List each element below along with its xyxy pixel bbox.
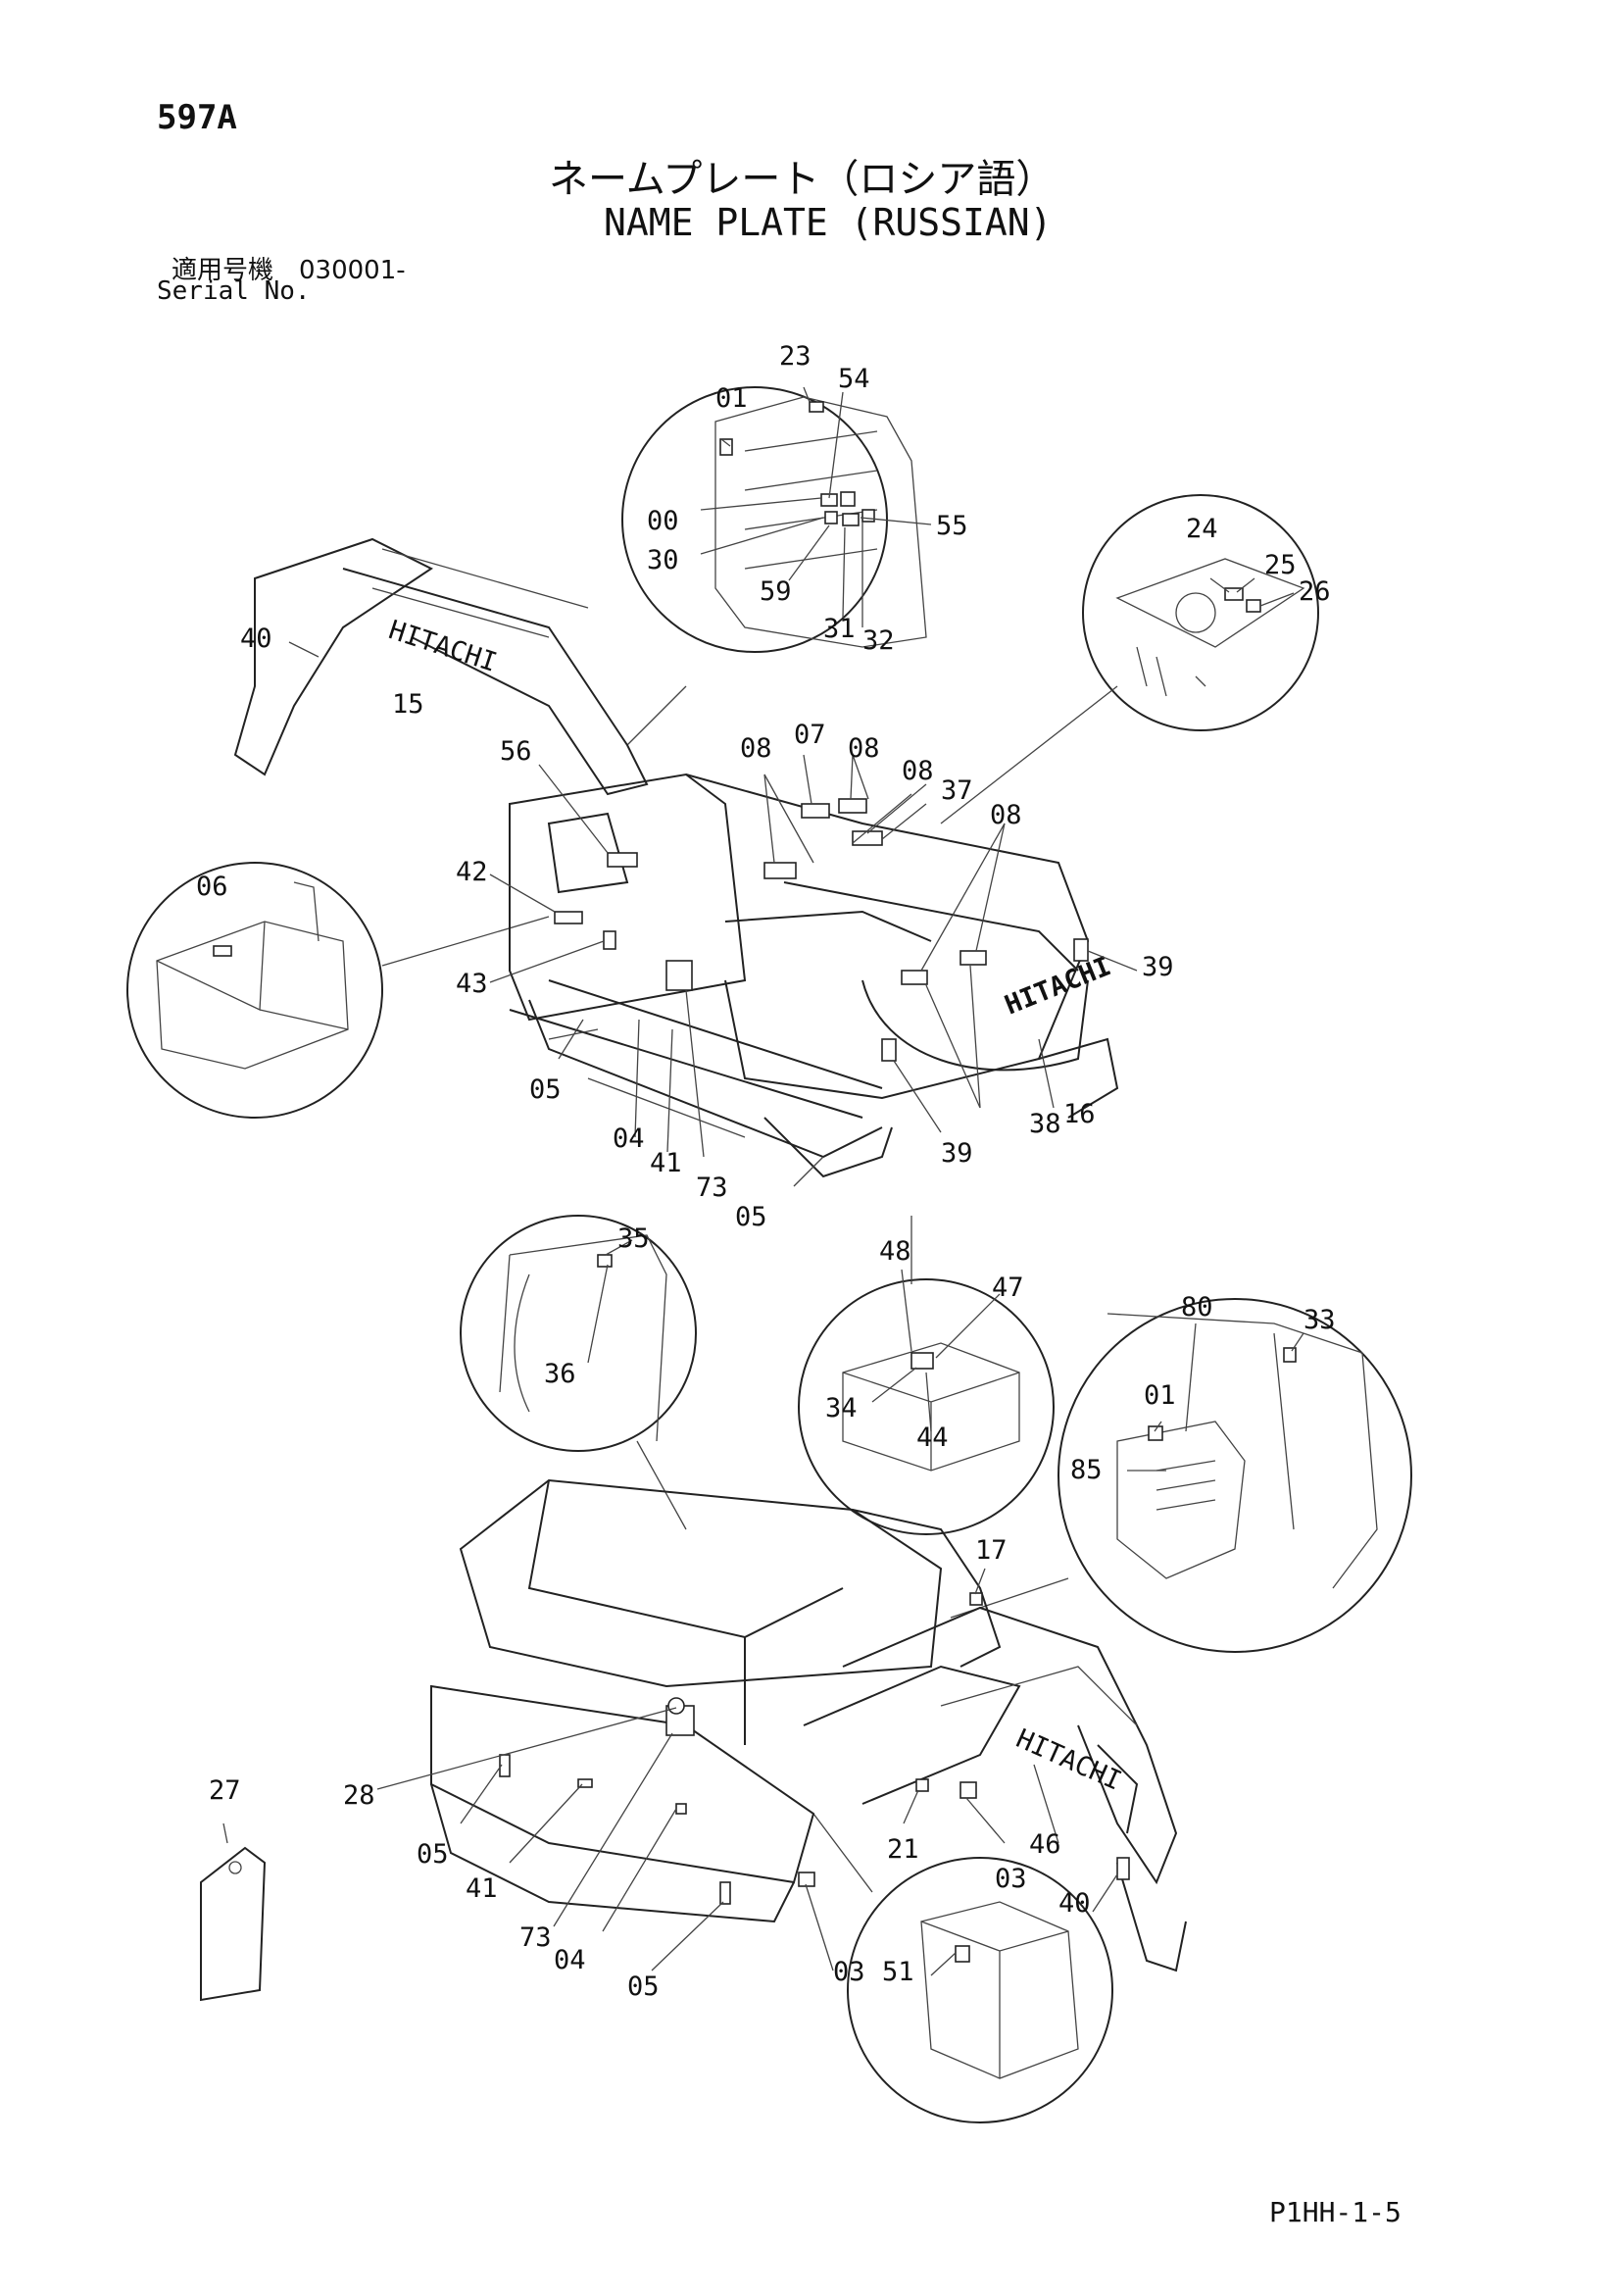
callout-08: 08 <box>902 756 934 786</box>
callout-15: 15 <box>392 689 424 720</box>
callout-39: 39 <box>941 1138 973 1169</box>
callout-36: 36 <box>544 1359 576 1389</box>
callout-47: 47 <box>992 1273 1024 1303</box>
detail-battery <box>798 1216 1055 1535</box>
callout-35: 35 <box>617 1223 650 1254</box>
page-code: 597A <box>157 98 237 137</box>
callout-73: 73 <box>696 1173 728 1203</box>
callout-04: 04 <box>613 1123 645 1154</box>
callout-03: 03 <box>833 1957 865 1987</box>
callout-23: 23 <box>779 341 812 372</box>
callout-25: 25 <box>1264 550 1297 580</box>
callout-08: 08 <box>740 733 772 764</box>
callout-26: 26 <box>1299 576 1331 607</box>
callout-34: 34 <box>825 1393 858 1423</box>
callout-85: 85 <box>1070 1455 1103 1485</box>
callout-05: 05 <box>529 1074 562 1105</box>
callout-01: 01 <box>715 383 748 414</box>
tag-part-27 <box>200 1822 267 2002</box>
callout-38: 38 <box>1029 1109 1061 1139</box>
detail-control-box <box>126 862 550 1119</box>
callout-54: 54 <box>838 364 870 394</box>
callout-27: 27 <box>209 1775 241 1806</box>
callout-41: 41 <box>650 1148 682 1178</box>
callout-37: 37 <box>941 775 973 806</box>
leader-lines <box>288 386 1304 1976</box>
callout-40: 40 <box>240 624 272 654</box>
callout-21: 21 <box>887 1834 919 1865</box>
callout-33: 33 <box>1303 1305 1336 1335</box>
callout-03: 03 <box>995 1864 1027 1894</box>
callout-labels: 23 01 54 00 55 30 59 31 32 24 25 26 40 1… <box>196 341 1336 2002</box>
callout-73: 73 <box>519 1922 552 1953</box>
callout-42: 42 <box>456 857 488 887</box>
callout-00: 00 <box>647 506 679 536</box>
detail-tool-box <box>812 1813 1113 2123</box>
callout-32: 32 <box>862 625 895 656</box>
callout-08: 08 <box>990 800 1022 830</box>
callout-28: 28 <box>343 1780 375 1811</box>
callout-17: 17 <box>975 1535 1008 1566</box>
callout-16: 16 <box>1063 1099 1096 1129</box>
callout-06: 06 <box>196 872 228 902</box>
callout-24: 24 <box>1186 514 1218 544</box>
title-japanese: ネームプレート（ロシア語） <box>549 157 1056 202</box>
callout-40: 40 <box>1058 1888 1091 1919</box>
callout-05: 05 <box>417 1839 449 1870</box>
callout-51: 51 <box>882 1957 914 1987</box>
brand-mark: HITACHI <box>385 615 501 678</box>
serial-number-label: Serial No. <box>157 276 311 306</box>
detail-cab-seat <box>950 1298 1412 1653</box>
callout-48: 48 <box>879 1236 911 1267</box>
callout-80: 80 <box>1181 1292 1213 1323</box>
callout-55: 55 <box>936 511 968 541</box>
callout-44: 44 <box>916 1423 949 1453</box>
callout-08: 08 <box>848 733 880 764</box>
detail-controller <box>940 494 1319 824</box>
callout-01: 01 <box>1144 1380 1176 1411</box>
callout-05: 05 <box>735 1202 767 1232</box>
detail-cab-interior <box>621 386 927 746</box>
callout-56: 56 <box>500 736 532 767</box>
callout-05: 05 <box>627 1972 660 2002</box>
detail-radiator <box>460 1215 697 1530</box>
callout-39: 39 <box>1142 952 1174 982</box>
callout-46: 46 <box>1029 1829 1061 1860</box>
callout-59: 59 <box>760 576 792 607</box>
callout-31: 31 <box>823 614 856 644</box>
page-reference: P1HH-1-5 <box>1269 2196 1402 2228</box>
title-english: NAME PLATE (RUSSIAN) <box>604 201 1053 244</box>
callout-07: 07 <box>794 720 826 750</box>
callout-04: 04 <box>554 1945 586 1975</box>
brand-mark: HITACHI <box>1011 1723 1126 1797</box>
callout-41: 41 <box>466 1873 498 1904</box>
callout-43: 43 <box>456 969 488 999</box>
serial-range-japanese: 適用号機 030001- <box>172 256 406 285</box>
callout-30: 30 <box>647 545 679 575</box>
